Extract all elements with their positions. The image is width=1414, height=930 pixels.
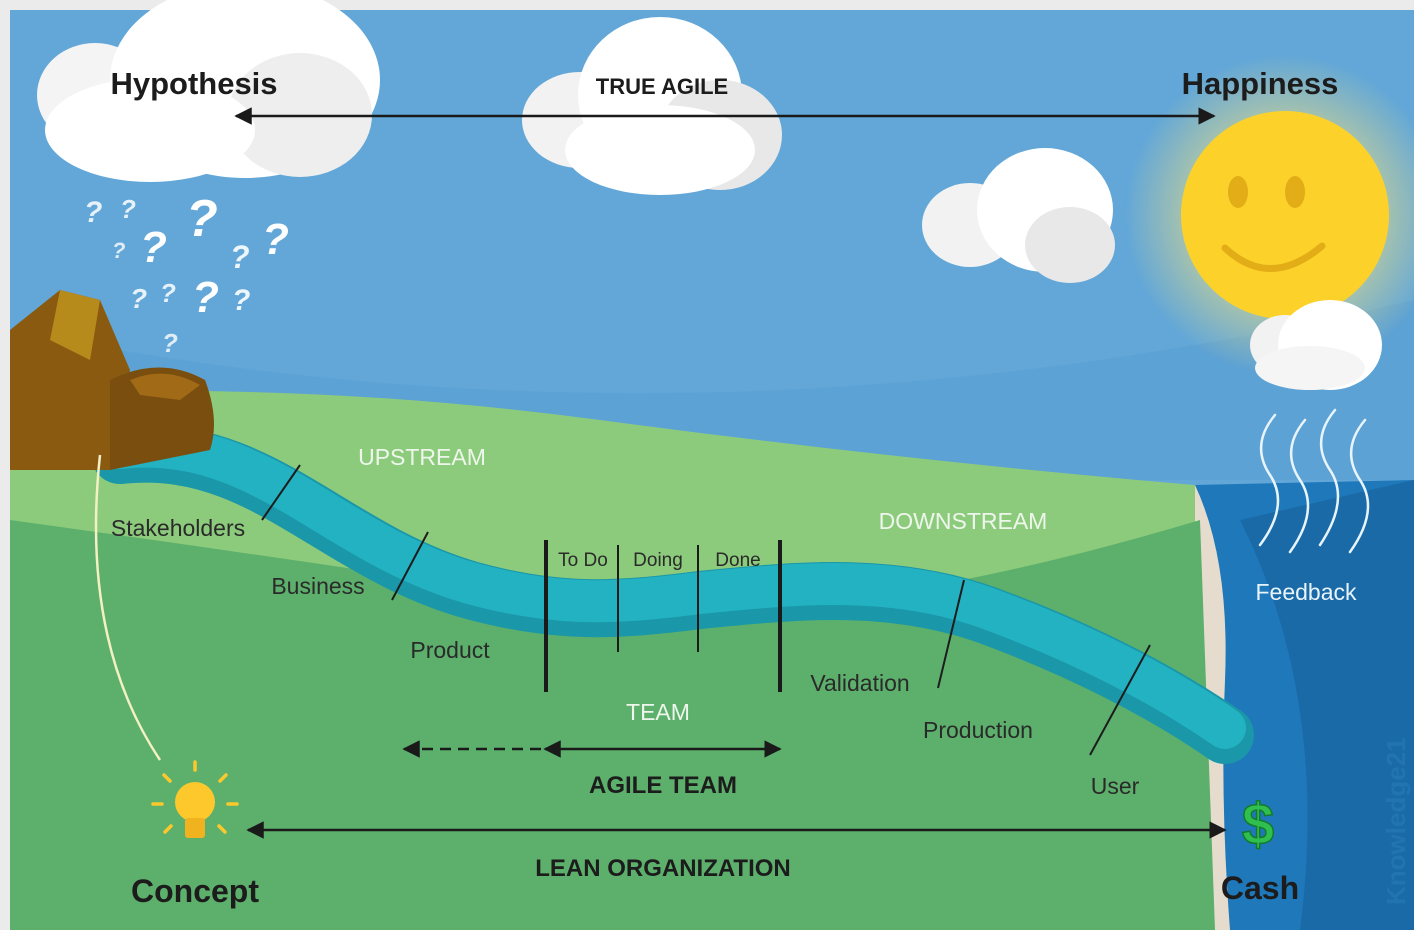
production-label: Production xyxy=(923,717,1033,743)
svg-text:?: ? xyxy=(230,239,250,275)
rock-icon xyxy=(10,290,214,470)
lean-organization-label: LEAN ORGANIZATION xyxy=(535,855,791,882)
team-label: TEAM xyxy=(626,699,690,725)
lightbulb-icon xyxy=(151,760,239,838)
steam-icon xyxy=(1258,408,1370,554)
happiness-label: Happiness xyxy=(1182,66,1339,101)
svg-text:?: ? xyxy=(84,196,102,229)
business-label: Business xyxy=(271,573,364,599)
river xyxy=(99,425,1246,749)
concept-label: Concept xyxy=(131,873,259,909)
svg-text:?: ? xyxy=(112,238,125,263)
svg-text:?: ? xyxy=(130,283,147,314)
sea-deep xyxy=(1240,480,1414,930)
svg-text:?: ? xyxy=(140,223,167,272)
tick-business xyxy=(391,531,429,601)
cloud-icon xyxy=(1250,300,1382,390)
feedback-label: Feedback xyxy=(1255,579,1357,605)
validation-label: Validation xyxy=(810,670,909,696)
true-agile-label: TRUE AGILE xyxy=(596,74,728,99)
svg-text:?: ? xyxy=(186,190,218,248)
downstream-label: DOWNSTREAM xyxy=(879,508,1048,534)
tick-user xyxy=(1089,644,1151,756)
svg-text:?: ? xyxy=(262,215,289,264)
concept-curve xyxy=(94,454,162,761)
svg-text:?: ? xyxy=(192,273,219,322)
watermark: Knowledge21 xyxy=(1381,737,1411,905)
sun-smiley-icon xyxy=(1181,111,1389,319)
svg-text:?: ? xyxy=(120,194,136,224)
svg-text:?: ? xyxy=(162,328,178,358)
tick-stakeholders xyxy=(261,464,301,521)
svg-text:?: ? xyxy=(232,284,250,317)
hypothesis-label: Hypothesis xyxy=(110,66,277,101)
cloud-icon xyxy=(922,148,1115,283)
tick-validation xyxy=(937,579,965,689)
user-label: User xyxy=(1091,773,1140,799)
product-label: Product xyxy=(410,637,490,663)
question-marks-icon: ? ? ? ? ? ? ? ? ? ? ? ? xyxy=(84,190,289,358)
doing-column-label: Doing xyxy=(633,550,683,571)
done-column-label: Done xyxy=(715,550,760,571)
svg-text:?: ? xyxy=(160,278,176,308)
dollar-icon: $ xyxy=(1242,792,1274,857)
stakeholders-label: Stakeholders xyxy=(111,515,245,541)
todo-column-label: To Do xyxy=(558,550,608,571)
cash-label: Cash xyxy=(1221,870,1299,906)
agile-team-label: AGILE TEAM xyxy=(589,772,737,799)
upstream-label: UPSTREAM xyxy=(358,444,486,470)
